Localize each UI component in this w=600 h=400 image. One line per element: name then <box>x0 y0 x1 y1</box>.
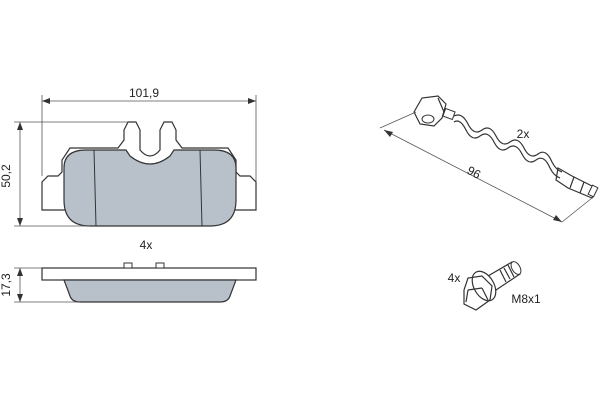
side-backing-plate <box>41 267 257 281</box>
sensor-tip-ring-1 <box>569 176 575 189</box>
sensor-length-arrow-end <box>553 215 562 222</box>
sensor-cable <box>453 114 563 173</box>
brake-pad-front-view: 101,9 50,2 4x <box>0 86 257 252</box>
sensor-tip-ring-2 <box>579 181 585 194</box>
thickness-arrow-bottom <box>17 294 23 302</box>
wear-sensor: 96 2x <box>379 95 599 223</box>
sensor-ext-end <box>561 197 593 223</box>
friction-material <box>63 149 237 227</box>
bolt-quantity-label: 4x <box>448 271 461 285</box>
bolt-thread-2 <box>503 267 511 280</box>
sensor-quantity-label: 2x <box>517 127 530 141</box>
brake-pad-side-view: 17,3 <box>0 262 257 303</box>
pad-height-label: 50,2 <box>0 164 13 188</box>
height-arrow-top <box>17 122 23 130</box>
backing-plate-outline <box>41 121 257 211</box>
sensor-cable-inner <box>453 120 561 179</box>
bolt-end <box>510 261 522 275</box>
thickness-arrow-top <box>17 268 23 276</box>
sensor-collar <box>442 107 456 121</box>
pad-thickness-label: 17,3 <box>0 273 13 297</box>
pad-slot-right <box>199 149 203 227</box>
bolt-hex-edge-2 <box>481 287 489 301</box>
sensor-length-dim-line <box>383 129 563 223</box>
bolt-thread-3 <box>507 264 515 278</box>
side-tab-left <box>123 262 133 269</box>
side-tab-right <box>155 262 165 269</box>
sensor-tip-end <box>587 184 599 198</box>
sensor-length-label: 96 <box>465 163 484 182</box>
width-arrow-left <box>42 98 50 104</box>
bolt-thread-label: M8x1 <box>511 292 541 306</box>
bolt-thread-1 <box>499 269 507 283</box>
sensor-connector-ridge <box>437 97 445 113</box>
sensor-ext-start <box>379 111 417 129</box>
bolt-flange <box>471 270 497 302</box>
bolt-hex-head <box>463 275 493 311</box>
sensor-length-arrow-start <box>384 130 393 137</box>
pad-width-label: 101,9 <box>129 86 159 100</box>
side-friction-layer <box>63 279 237 303</box>
pad-quantity-label: 4x <box>140 238 153 252</box>
height-arrow-bottom <box>17 218 23 226</box>
bolt-hex-edge-3 <box>465 289 469 303</box>
bolt-hex-edge-1 <box>467 287 483 291</box>
sensor-connector-hole <box>421 114 435 124</box>
pad-slot-left <box>93 149 97 227</box>
bolt: 4x M8x1 <box>448 261 541 311</box>
width-arrow-right <box>248 98 256 104</box>
